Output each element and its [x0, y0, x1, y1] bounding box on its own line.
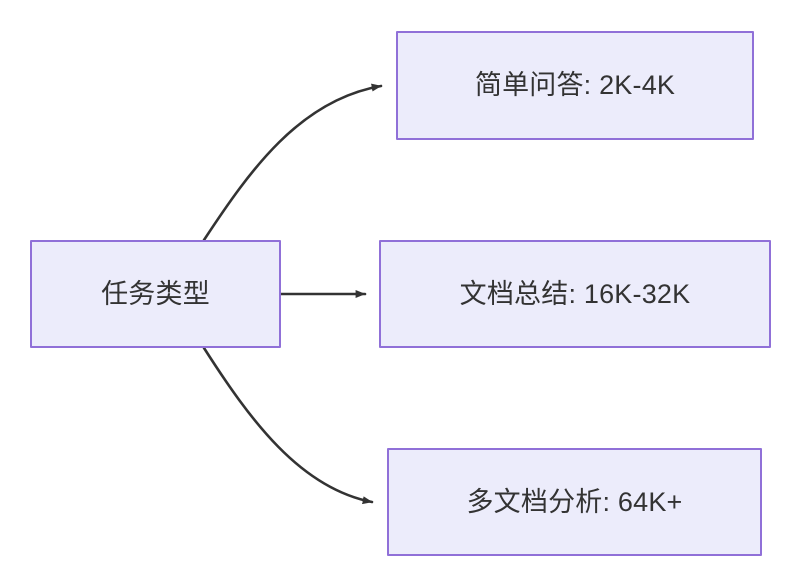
edge-root-simple-qa	[202, 83, 383, 242]
node-root-label: 任务类型	[101, 278, 210, 309]
node-doc-sum-label: 文档总结: 16K-32K	[459, 278, 691, 309]
node-multi-doc[interactable]: 多文档分析: 64K+	[387, 448, 762, 556]
edge-root-multi-doc	[202, 346, 374, 505]
node-simple-qa[interactable]: 简单问答: 2K-4K	[396, 31, 754, 140]
node-root[interactable]: 任务类型	[30, 240, 281, 348]
node-simple-qa-label: 简单问答: 2K-4K	[474, 70, 676, 100]
node-doc-sum[interactable]: 文档总结: 16K-32K	[379, 240, 771, 348]
node-multi-doc-label: 多文档分析: 64K+	[466, 486, 683, 517]
